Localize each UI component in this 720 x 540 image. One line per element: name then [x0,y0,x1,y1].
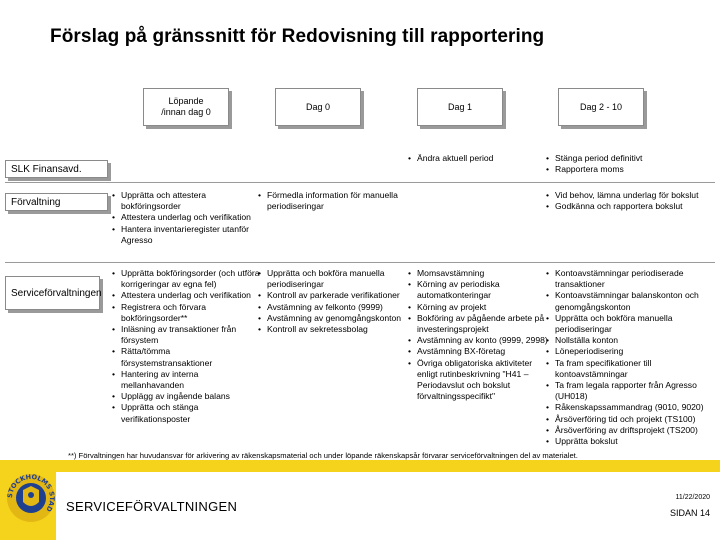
service-dag2-10-list: Kontoavstämningar periodiserade transakt… [546,268,718,447]
forvaltning-lopande-list: Upprätta och attestera bokföringsorder A… [112,190,252,246]
forvaltning-dag0-list: Förmedla information för manuella period… [258,190,398,212]
slide-title: Förslag på gränssnitt för Redovisning ti… [50,26,545,47]
list-item: Ändra aktuell period [408,153,548,164]
list-item: Hantering av interna mellanhavanden [112,369,260,391]
list-item: Råkenskapssammandrag (9010, 9020) [546,402,718,413]
header-lopande: Löpande /innan dag 0 [143,88,229,126]
list-item: Inläsning av transaktioner från försyste… [112,324,260,346]
stockholm-seal-logo: STOCKHOLMS STAD [6,473,56,522]
row-label-service: Serviceförvaltningen [5,276,102,310]
list-item: Attestera underlag och verifikation [112,290,260,301]
list-item: Bokföring av pågående arbete på invester… [408,313,548,335]
row-label-forvaltning: Förvaltning [5,193,108,211]
list-item: Rapportera moms [546,164,716,175]
list-item: Registrera och förvara bokföringsorder** [112,302,260,324]
list-item: Årsöverföring tid och projekt (TS100) [546,414,718,425]
slk-dag2-10-list: Stänga period definitivt Rapportera moms [546,153,716,176]
list-item: Attestera underlag och verifikation [112,212,252,223]
service-dag1-list: Momsavstämning Körning av periodiska aut… [408,268,548,402]
header-dag1: Dag 1 [417,88,503,126]
list-item: Avstämning av felkonto (9999) [258,302,404,313]
list-item: Ta fram specifikationer till kontoavstäm… [546,358,718,380]
page-number: SIDAN 14 [669,508,710,518]
service-dag0-list: Upprätta och bokföra manuella periodiser… [258,268,404,335]
slide-date: 11/22/2020 [675,494,710,501]
list-item: Upprätta bokföringsorder (och utföra kor… [112,268,260,290]
list-item: Körning av projekt [408,302,548,313]
slk-dag1-list: Ändra aktuell period [408,153,548,164]
list-item: Årsöverföring av driftsprojekt (TS200) [546,425,718,436]
list-item: Kontoavstämningar balanskonton och genom… [546,290,718,312]
list-item: Avstämning BX-företag [408,346,548,357]
list-item: Upplägg av ingående balans [112,391,260,402]
header-dag2-10: Dag 2 - 10 [558,88,644,126]
list-item: Förmedla information för manuella period… [258,190,398,212]
list-item: Upprätta bokslut [546,436,718,447]
header-lopande-label: Löpande /innan dag 0 [161,96,211,117]
list-item: Ta fram legala rapporter från Agresso (U… [546,380,718,402]
header-dag2-10-label: Dag 2 - 10 [579,101,623,112]
list-item: Rätta/tömma försystemstransaktioner [112,346,260,368]
row-divider [5,182,715,183]
list-item: Momsavstämning [408,268,548,279]
list-item: Kontroll av parkerade verifikationer [258,290,404,301]
list-item: Övriga obligatoriska aktiviteter enligt … [408,358,548,403]
list-item: Avstämning av konto (9999, 2998) [408,335,548,346]
list-item: Löneperiodisering [546,346,718,357]
row-divider [5,262,715,263]
list-item: Avstämning av genomgångskonton [258,313,404,324]
header-dag1-label: Dag 1 [447,101,473,112]
list-item: Godkänna och rapportera bokslut [546,201,716,212]
list-item: Upprätta och attestera bokföringsorder [112,190,252,212]
list-item: Kontroll av sekretessbolag [258,324,404,335]
list-item: Upprätta och bokföra manuella periodiser… [546,313,718,335]
service-lopande-list: Upprätta bokföringsorder (och utföra kor… [112,268,260,425]
footer-panel [56,472,720,540]
brand-name: SERVICEFÖRVALTNINGEN [66,499,238,514]
header-dag0: Dag 0 [275,88,361,126]
row-label-slk: SLK Finansavd. [5,160,108,178]
list-item: Stänga period definitivt [546,153,716,164]
list-item: Nollställa konton [546,335,718,346]
header-dag0-label: Dag 0 [305,101,331,112]
list-item: Körning av periodiska automatkonteringar [408,279,548,301]
list-item: Upprätta och stänga verifikationsposter [112,402,260,424]
list-item: Hantera inventarieregister utanför Agres… [112,224,252,246]
list-item: Kontoavstämningar periodiserade transakt… [546,268,718,290]
list-item: Vid behov, lämna underlag för bokslut [546,190,716,201]
forvaltning-dag2-10-list: Vid behov, lämna underlag för bokslut Go… [546,190,716,213]
list-item: Upprätta och bokföra manuella periodiser… [258,268,404,290]
footnote: **) Förvaltningen har huvudansvar för ar… [68,451,578,460]
